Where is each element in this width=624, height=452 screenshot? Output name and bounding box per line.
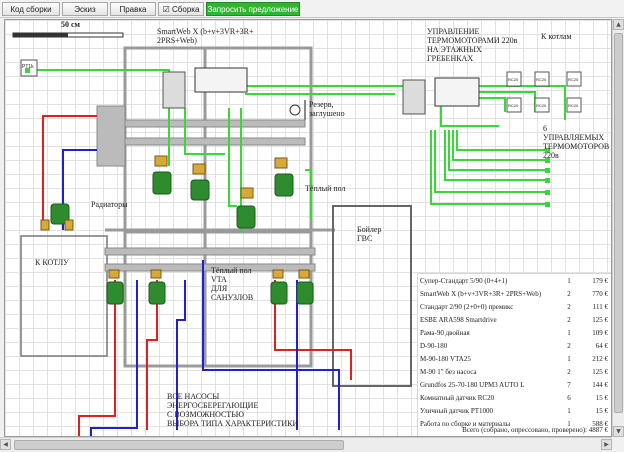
pressure-gauge: [289, 104, 301, 116]
spec-row: Grundfos 25-70-180 UPM3 AUTO L 7 144 €: [418, 378, 611, 391]
spec-name: Рама-90 двойная: [420, 328, 470, 337]
floor-heating-label: Тёплый пол: [305, 184, 346, 193]
tab-request-quote[interactable]: Запросить предложение: [206, 2, 300, 16]
spec-price: 179 €: [592, 276, 608, 285]
pumps: [40, 155, 314, 305]
spec-name: Супер-Стандарт 5/90 (0+4+1): [420, 276, 508, 285]
sensor-label: RC20: [508, 103, 519, 108]
floor-heating-vta-label: Тёплый пол VTA ДЛЯ САНУЗЛОВ: [211, 266, 254, 302]
spec-qty: 2: [567, 341, 571, 350]
spec-price: 212 €: [592, 354, 608, 363]
room-sensors: [506, 71, 582, 113]
scroll-right-icon[interactable]: ▶: [601, 439, 612, 450]
spec-qty: 2: [567, 289, 571, 298]
boiler-label: Бойлер ГВС: [357, 225, 382, 243]
sensor-label: RC20: [508, 77, 519, 82]
spec-qty: 7: [567, 380, 571, 389]
boiler-tank: [332, 205, 412, 387]
tab-bar: Код сборки Эскиз Правка ☑ Сборка Запроси…: [0, 0, 624, 18]
spec-name: Уличный датчик PT1000: [420, 406, 494, 415]
hydraulic-diagram: [12, 32, 582, 436]
spec-price: 770 €: [592, 289, 608, 298]
spec-name: ESBE ARA598 Smartdrive: [420, 315, 497, 324]
spec-row: Супер-Стандарт 5/90 (0+4+1) 1 179 €: [418, 274, 611, 287]
spec-qty: 2: [567, 315, 571, 324]
pumps-note: ВСЕ НАСОСЫ ЭНЕРГОСБЕРЕГАЮЩИЕ С ВОЗМОЖНОС…: [167, 392, 299, 428]
spec-price: 111 €: [592, 302, 608, 311]
pipes: [42, 100, 352, 436]
spec-price: 109 €: [592, 328, 608, 337]
sensor-label: RC20: [568, 103, 579, 108]
spec-row: M-90 1" без насоса 2 125 €: [418, 365, 611, 378]
spec-row: Работа по сборке и материалы 1 588 €: [418, 417, 611, 430]
outdoor-sensor-label: PT1k: [22, 64, 34, 70]
diagram-canvas: 50 см PT1k SmartWeb X (b+v+3VR+3R+ 2PRS+…: [4, 19, 612, 437]
specification-table: Супер-Стандарт 5/90 (0+4+1) 1 179 € SmartWe…: [417, 273, 611, 436]
scroll-up-icon[interactable]: ▲: [613, 19, 624, 30]
spec-row: Рама-90 двойная 1 109 €: [418, 326, 611, 339]
spec-qty: 1: [567, 276, 571, 285]
radiators-label: Радиаторы: [91, 200, 128, 209]
vertical-scrollbar[interactable]: ▲ ▼: [612, 19, 624, 437]
to-boiler-label: К КОТЛУ: [35, 258, 69, 267]
sensor-label: RC20: [568, 77, 579, 82]
scroll-down-icon[interactable]: ▼: [613, 426, 624, 437]
spec-table-body: Супер-Стандарт 5/90 (0+4+1) 1 179 € SmartWe…: [418, 274, 611, 430]
spec-qty: 1: [567, 419, 571, 428]
spec-price: 125 €: [592, 367, 608, 376]
spec-name: D-90-180: [420, 341, 448, 350]
spec-total: Всего (собрано, опрессовано, проверено):…: [462, 426, 608, 434]
controller-label: SmartWeb X (b+v+3VR+3R+ 2PRS+Web): [157, 27, 254, 45]
spec-qty: 1: [567, 354, 571, 363]
spec-name: M-90-180 VTA25: [420, 354, 471, 363]
sensor-label: RC20: [536, 77, 547, 82]
spec-name: Стандарт 2/90 (2+0+0) премикс: [420, 302, 514, 311]
sensor-label: RC20: [536, 103, 547, 108]
thermomotors-count-label: 6 УПРАВЛЯЕМЫХ ТЕРМОМОТОРОВ 220в: [543, 124, 610, 160]
spec-price: 15 €: [595, 393, 608, 402]
horizontal-scroll-thumb[interactable]: [14, 440, 344, 450]
to-boilers-label: К котлам: [541, 32, 572, 41]
spec-name: Работа по сборке и материалы: [420, 419, 511, 428]
spec-row: SmartWeb X (b+v+3VR+3R+ 2PRS+Web) 2 770 €: [418, 287, 611, 300]
spec-name: M-90 1" без насоса: [420, 367, 477, 376]
tab-assembly[interactable]: ☑ Сборка: [158, 2, 204, 16]
vertical-scroll-thumb[interactable]: [614, 33, 623, 413]
controller-boxes: [20, 59, 480, 115]
spec-name: SmartWeb X (b+v+3VR+3R+ 2PRS+Web): [420, 289, 542, 298]
spec-price: 588 €: [592, 419, 608, 428]
mounting-frame: [105, 46, 335, 368]
spec-price: 144 €: [592, 380, 608, 389]
horizontal-scrollbar[interactable]: ◀ ▶: [0, 437, 612, 452]
boiler-connection-box: [20, 235, 108, 357]
reserve-label: Резерв, заглушено: [309, 100, 345, 118]
spec-qty: 2: [567, 367, 571, 376]
tab-build-code[interactable]: Код сборки: [2, 2, 60, 16]
spec-qty: 2: [567, 302, 571, 311]
headers: [96, 105, 316, 272]
scroll-left-icon[interactable]: ◀: [0, 439, 11, 450]
spec-name: Комнатный датчик RC20: [420, 393, 495, 402]
spec-name: Grundfos 25-70-180 UPM3 AUTO L: [420, 380, 525, 389]
spec-price: 15 €: [595, 406, 608, 415]
spec-qty: 6: [567, 393, 571, 402]
spec-row: D-90-180 2 64 €: [418, 339, 611, 352]
spec-row: Стандарт 2/90 (2+0+0) премикс 2 111 €: [418, 300, 611, 313]
terminals: [25, 68, 550, 207]
tab-sketch[interactable]: Эскиз: [62, 2, 108, 16]
spec-row: Комнатный датчик RC20 6 15 €: [418, 391, 611, 404]
spec-row: Уличный датчик PT1000 1 15 €: [418, 404, 611, 417]
thermomotor-control-label: УПРАВЛЕНИЕ ТЕРМОМОТОРАМИ 220в НА ЭТАЖНЫХ…: [427, 27, 518, 63]
spec-row: M-90-180 VTA25 1 212 €: [418, 352, 611, 365]
tab-edit[interactable]: Правка: [110, 2, 156, 16]
spec-row: ESBE ARA598 Smartdrive 2 125 €: [418, 313, 611, 326]
scale-label: 50 см: [61, 20, 80, 29]
spec-price: 125 €: [592, 315, 608, 324]
spec-price: 64 €: [595, 341, 608, 350]
spec-qty: 1: [567, 328, 571, 337]
spec-qty: 1: [567, 406, 571, 415]
